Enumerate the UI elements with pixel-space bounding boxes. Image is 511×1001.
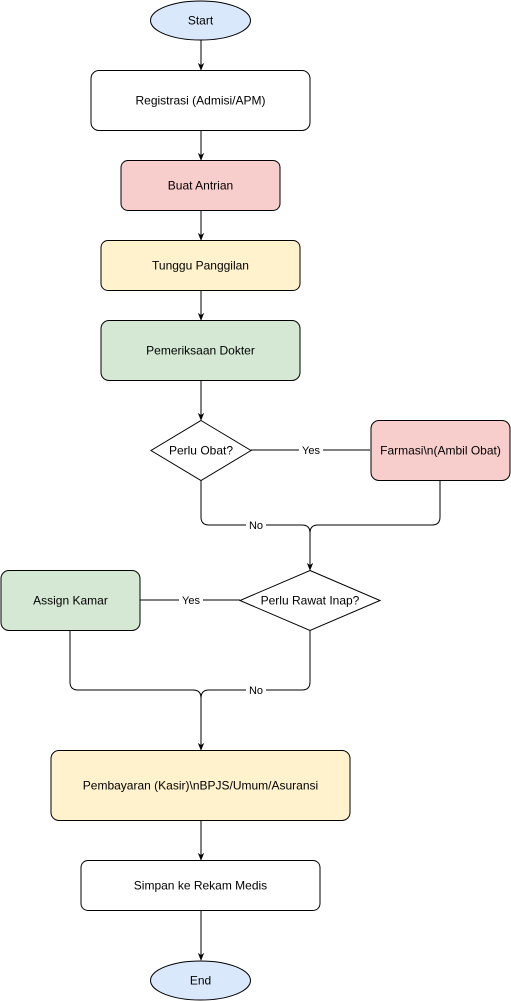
buat-antrian-node[interactable]: Buat Antrian — [120, 160, 281, 211]
svg-text:Pemeriksaan Dokter: Pemeriksaan Dokter — [146, 344, 255, 358]
registrasi-node[interactable]: Registrasi (Admisi/APM) — [90, 70, 311, 131]
pembayaran-node[interactable]: Pembayaran (Kasir)\nBPJS/Umum/Asuransi — [50, 750, 351, 821]
edge-farmasi-to-merge — [309, 480, 441, 534]
svg-text:Perlu Obat?: Perlu Obat? — [169, 444, 233, 458]
svg-text:No: No — [249, 685, 263, 697]
svg-text:End: End — [190, 974, 211, 988]
pemeriksaan-dokter-node[interactable]: Pemeriksaan Dokter — [100, 320, 301, 381]
svg-text:Perlu Rawat Inap?: Perlu Rawat Inap? — [261, 594, 360, 608]
svg-text:Assign Kamar: Assign Kamar — [33, 594, 108, 608]
start-node[interactable]: Start — [150, 0, 251, 41]
farmasi-node[interactable]: Farmasi\n(Ambil Obat) — [370, 420, 511, 481]
end-node[interactable]: End — [150, 960, 251, 1001]
edge-label-obat-no: No — [246, 519, 266, 532]
svg-text:Yes: Yes — [182, 595, 200, 607]
svg-text:Tunggu Panggilan: Tunggu Panggilan — [152, 259, 249, 273]
svg-text:No: No — [249, 520, 263, 532]
edge-label-rawat-no: No — [246, 684, 266, 697]
svg-text:Farmasi\n(Ambil Obat): Farmasi\n(Ambil Obat) — [380, 444, 501, 458]
svg-text:Buat Antrian: Buat Antrian — [168, 179, 233, 193]
svg-text:Simpan ke Rekam Medis: Simpan ke Rekam Medis — [134, 879, 267, 893]
svg-text:Registrasi (Admisi/APM): Registrasi (Admisi/APM) — [135, 94, 265, 108]
simpan-rekam-medis-node[interactable]: Simpan ke Rekam Medis — [80, 860, 321, 911]
perlu-obat-decision[interactable]: Perlu Obat? — [150, 419, 252, 482]
edge-kamar-to-merge — [69, 630, 202, 699]
assign-kamar-node[interactable]: Assign Kamar — [0, 570, 141, 631]
tunggu-panggilan-node[interactable]: Tunggu Panggilan — [100, 240, 301, 291]
edge-label-rawat-yes: Yes — [179, 594, 203, 607]
perlu-rawat-inap-decision[interactable]: Perlu Rawat Inap? — [238, 569, 382, 632]
edge-label-obat-yes: Yes — [299, 444, 323, 457]
svg-text:Yes: Yes — [302, 445, 320, 457]
svg-text:Pembayaran (Kasir)\nBPJS/Umum/: Pembayaran (Kasir)\nBPJS/Umum/Asuransi — [83, 779, 318, 793]
svg-text:Start: Start — [188, 14, 214, 28]
